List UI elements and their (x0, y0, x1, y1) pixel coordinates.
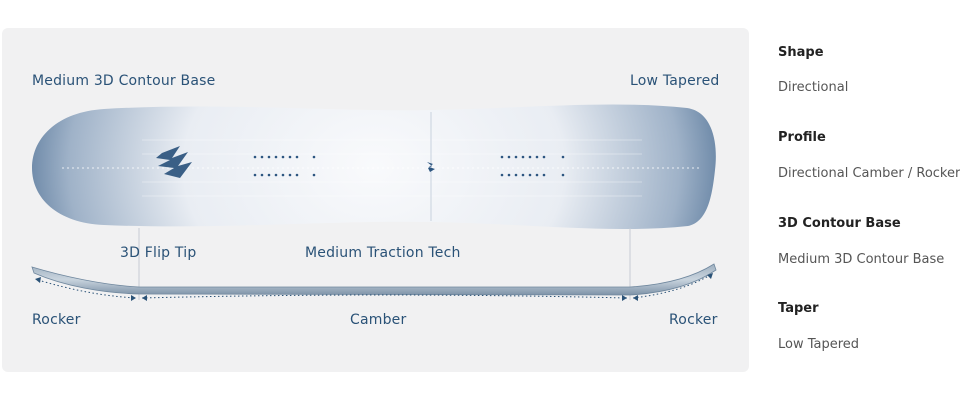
binding-inserts-front (253, 155, 316, 177)
flip-tip-label: 3D Flip Tip (120, 245, 197, 261)
indicator-arrow-icons (35, 273, 713, 301)
snowboard-side-profile (31, 263, 717, 296)
spec-taper-title: Taper (778, 301, 819, 316)
camber-label: Camber (350, 312, 407, 328)
rocker-right-label: Rocker (669, 312, 718, 328)
spec-shape-value: Directional (778, 80, 849, 95)
spec-taper-value: Low Tapered (778, 337, 860, 352)
board-texture (142, 139, 642, 197)
snowboard-top-view (32, 104, 716, 230)
board-diagram-panel: Medium 3D Contour Base Low Tapered 3D Fl… (2, 28, 749, 372)
rocker-left-label: Rocker (32, 312, 81, 328)
spec-contour-value: Medium 3D Contour Base (778, 252, 945, 267)
brand-logo-icon (156, 146, 192, 178)
taper-label: Low Tapered (630, 73, 720, 89)
spec-shape-title: Shape (778, 45, 824, 60)
snowboard-illustration (31, 104, 717, 301)
traction-label: Medium Traction Tech (305, 245, 461, 261)
base-label: Medium 3D Contour Base (32, 73, 216, 89)
spec-profile-title: Profile (778, 130, 826, 145)
rocker-left-indicator (37, 279, 137, 299)
center-mark-icon (427, 162, 435, 172)
binding-inserts-rear (500, 155, 565, 177)
spec-contour-title: 3D Contour Base (778, 216, 901, 231)
camber-indicator (141, 294, 628, 299)
spec-profile-value: Directional Camber / Rocker (778, 166, 960, 181)
